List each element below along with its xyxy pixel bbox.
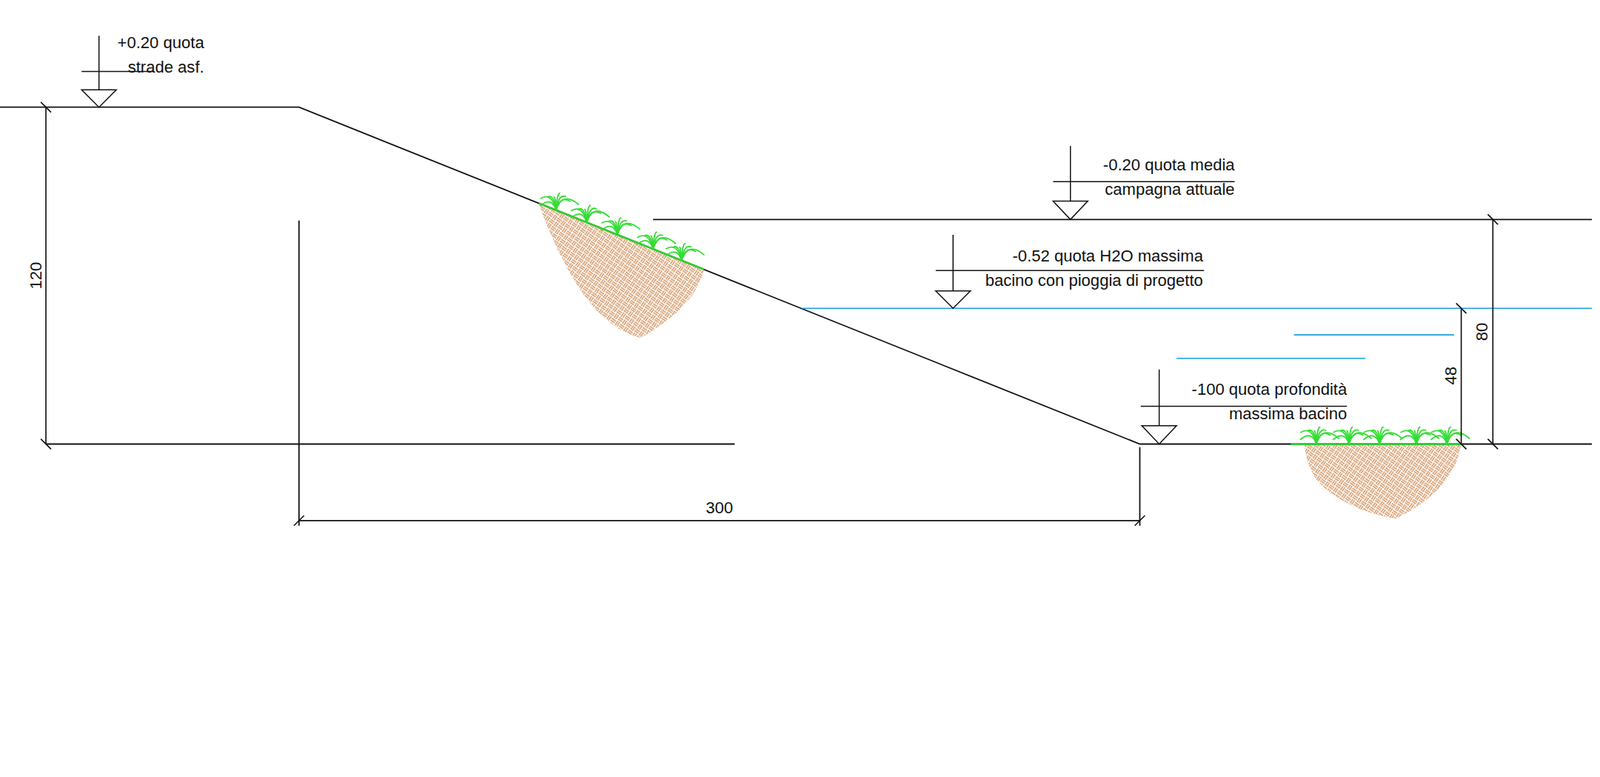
- grass-tufts: [539, 193, 1470, 445]
- grass-blade: [608, 220, 618, 235]
- soil-planting: [1303, 444, 1461, 520]
- grass-blade: [1407, 430, 1417, 445]
- profile-lines: [0, 107, 1592, 526]
- grass-blade: [1400, 430, 1416, 444]
- grass-blade: [681, 246, 692, 261]
- dimension-value: 300: [705, 496, 733, 521]
- grass-blade: [617, 220, 628, 235]
- grass-blade: [637, 235, 654, 249]
- level-label: -0.52 quota H2O massima bacino con piogg…: [981, 243, 1204, 293]
- dimension-value: 120: [23, 262, 49, 290]
- dimension-value: 48: [1438, 366, 1464, 386]
- level-label: -0.20 quota media campagna attuale: [1100, 153, 1235, 203]
- dimension-lines: [40, 102, 1498, 526]
- grass-blade: [540, 196, 557, 211]
- grass-blade: [617, 223, 641, 235]
- grass-blade: [601, 221, 617, 235]
- level-markers: [81, 35, 1347, 444]
- grass-blade: [665, 247, 682, 261]
- grass-blade: [547, 196, 557, 211]
- grass-blade: [1379, 432, 1403, 444]
- grass-blade: [1446, 429, 1457, 444]
- vegetation-surface: [539, 202, 1462, 444]
- grass-blade: [644, 235, 654, 250]
- dimension-value: 80: [1470, 322, 1495, 342]
- grass-blade: [1340, 430, 1350, 445]
- grass-blade: [1371, 430, 1381, 445]
- level-label: -100 quota profondità massima bacino: [1187, 377, 1347, 427]
- grass-blade: [673, 246, 682, 261]
- grass-blade: [1349, 429, 1359, 444]
- field-level-line: [653, 218, 1592, 220]
- grass-blade: [556, 196, 566, 211]
- grass-blade: [1431, 430, 1447, 444]
- grass-blade: [578, 208, 588, 223]
- soil-planting: [539, 202, 705, 338]
- grass-blade: [681, 248, 705, 260]
- ground-profile: [0, 107, 1592, 445]
- grass-blade: [1300, 430, 1316, 444]
- grass-blade: [1316, 429, 1327, 444]
- grass-blade: [1416, 432, 1440, 444]
- reference-line: [45, 443, 735, 445]
- grass-blade: [1363, 430, 1380, 444]
- grass-blade: [1333, 430, 1350, 444]
- grass-blade: [570, 208, 587, 223]
- grass-blade: [1416, 429, 1427, 444]
- water-lines: [801, 308, 1592, 359]
- extension-line: [298, 220, 300, 526]
- grass-blade: [1349, 432, 1372, 444]
- extension-line: [1139, 447, 1141, 526]
- grass-blade: [1307, 430, 1317, 445]
- level-label: +0.20 quota strade asf.: [114, 30, 204, 80]
- grass-blade: [586, 208, 597, 223]
- grass-blade: [653, 234, 663, 249]
- grass-blade: [1446, 432, 1470, 444]
- grass-blade: [1379, 429, 1389, 444]
- grass-blade: [1438, 430, 1448, 445]
